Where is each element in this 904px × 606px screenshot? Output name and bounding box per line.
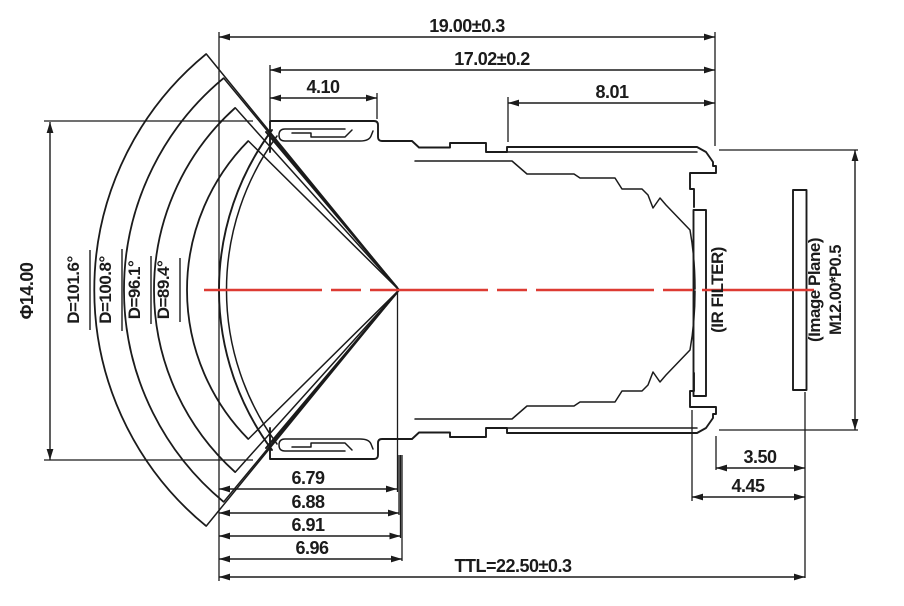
dim-vertex-1: 6.79 (291, 468, 325, 488)
thread-spec-label: M12.00*P0.5 (827, 245, 845, 335)
fov-angle-3: D=96.1° (125, 260, 144, 319)
fov-angle-labels: D=101.6° D=100.8° D=96.1° D=89.4° (64, 256, 173, 324)
dim-vertex-3: 6.91 (291, 515, 325, 535)
dimension-lines (46, 33, 859, 581)
fov-angle-4: D=89.4° (154, 260, 173, 319)
dim-total-track: TTL=22.50±0.3 (455, 556, 572, 576)
fov-label-underlines (89, 249, 181, 331)
dim-body-length: 17.02±0.2 (454, 49, 530, 69)
dim-front-diameter: Φ14.00 (17, 262, 37, 319)
dimension-labels: 19.00±0.3 17.02±0.2 4.10 8.01 Φ14.00 6.7… (17, 16, 777, 576)
dim-front-cap-width: 4.10 (306, 77, 340, 97)
ir-filter-label: (IR FILTER) (708, 247, 727, 333)
image-plane-label: (Image Plane) (805, 238, 824, 342)
dim-filter-to-image: 4.45 (731, 476, 765, 496)
dim-back-clearance: 3.50 (743, 447, 777, 467)
dim-overall-length: 19.00±0.3 (429, 16, 505, 36)
dim-vertex-4: 6.96 (295, 538, 329, 558)
annotations: (IR FILTER) (Image Plane) M12.00*P0.5 (708, 238, 845, 342)
ir-filter-plate (692, 209, 707, 397)
dim-vertex-2: 6.88 (291, 492, 325, 512)
fov-angle-2: D=100.8° (96, 256, 115, 324)
dim-thread-length: 8.01 (595, 82, 629, 102)
fov-angle-1: D=101.6° (64, 256, 83, 324)
